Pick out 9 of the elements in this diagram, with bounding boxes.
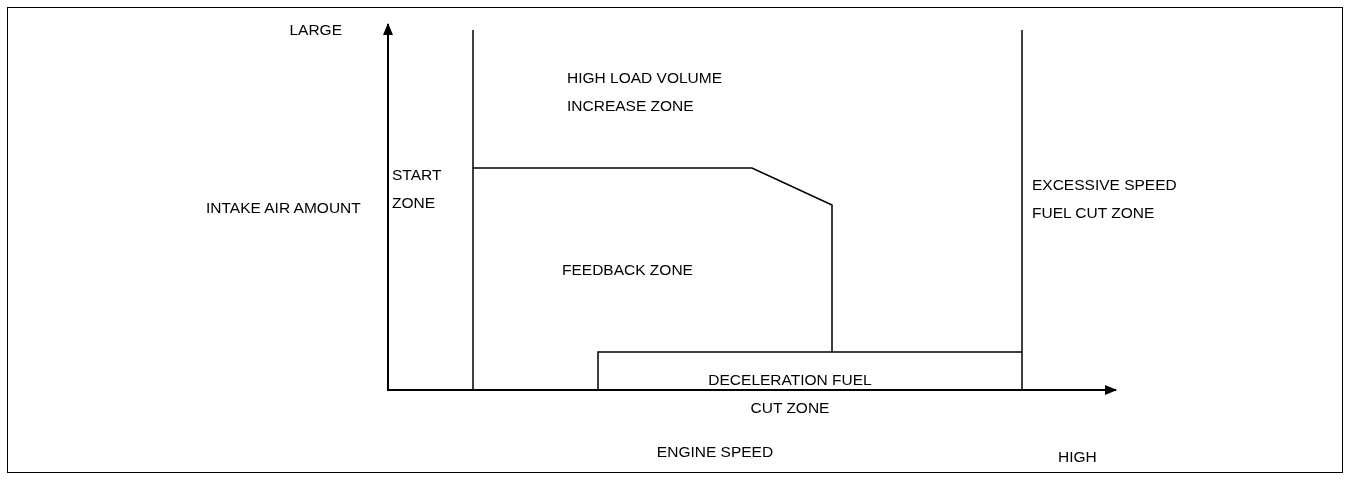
zone-label: HIGH LOAD VOLUME INCREASE ZONE [567, 68, 724, 116]
zone-label: DECELERATION FUEL CUT ZONE [707, 370, 873, 418]
axis-label: HIGH [1058, 447, 1097, 467]
axis-label: LARGE [289, 20, 342, 40]
zone-label: START ZONE [392, 165, 443, 213]
zone-label: EXCESSIVE SPEED FUEL CUT ZONE [1032, 175, 1178, 223]
axis-title: INTAKE AIR AMOUNT [206, 198, 361, 218]
zone-label: FEEDBACK ZONE [562, 260, 693, 280]
axis-title: ENGINE SPEED [656, 442, 774, 462]
